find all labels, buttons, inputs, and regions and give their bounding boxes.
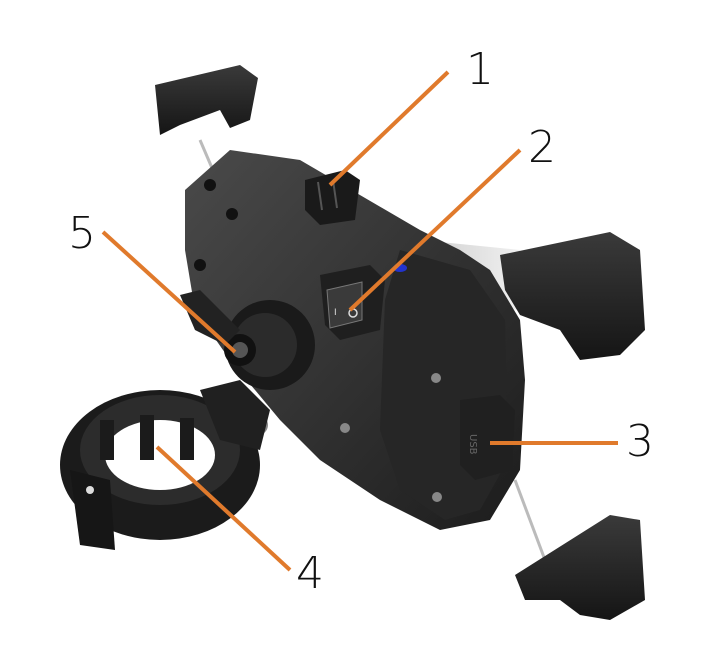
callout-lines xyxy=(101,70,618,572)
right-grip-arm xyxy=(500,232,645,360)
usb-text: USB xyxy=(467,434,478,455)
usb-port-cover: USB xyxy=(460,395,515,480)
callout-label-2: 2 xyxy=(528,122,556,173)
ball-joint-knob xyxy=(180,290,315,390)
callout-line-1 xyxy=(328,70,450,187)
top-left-grip-arm xyxy=(155,65,258,135)
callout-label-1: 1 xyxy=(466,44,494,95)
callout-line-4 xyxy=(155,445,292,572)
bottom-right-grip-arm xyxy=(515,515,645,620)
switch-on-symbol: I xyxy=(334,308,337,318)
top-release-clip xyxy=(305,170,360,225)
callout-label-4: 4 xyxy=(296,548,324,599)
callout-line-2 xyxy=(348,148,522,312)
callout-line-5 xyxy=(101,230,237,354)
callout-label-5: 5 xyxy=(68,208,96,259)
power-switch: I xyxy=(320,264,407,340)
callout-label-3: 3 xyxy=(626,416,654,467)
